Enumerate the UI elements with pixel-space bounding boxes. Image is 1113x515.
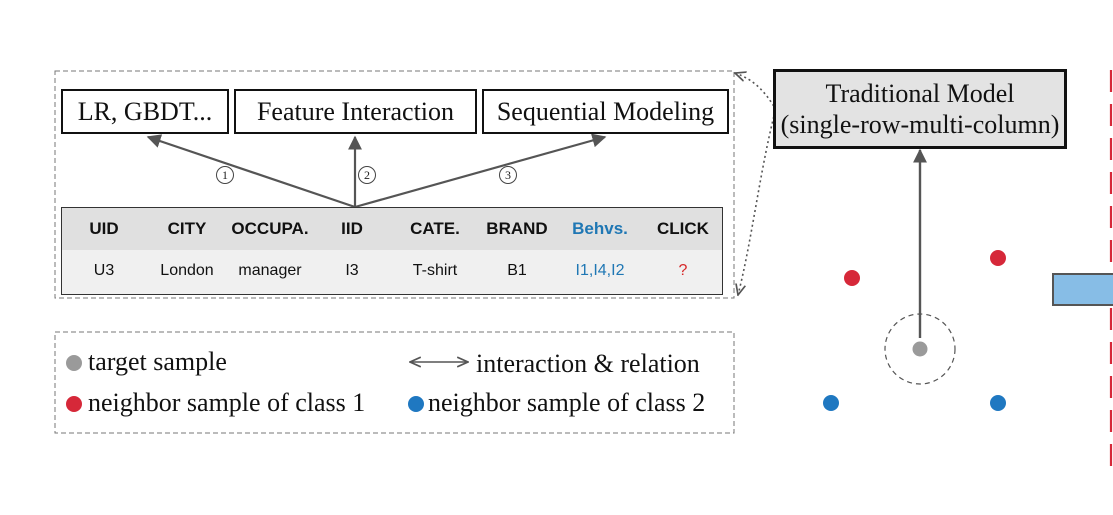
traditional-model-box: Traditional Model (single-row-multi-colu… — [773, 69, 1067, 149]
cell-behaviors: I1,I4,I2 — [575, 262, 625, 279]
neighbor-class2-dot — [823, 395, 839, 411]
cell-iid: I3 — [345, 262, 359, 279]
table-header: UID CITY OCCUPA. IID CATE. BRAND Behvs. … — [62, 208, 722, 250]
sequential-modeling-box: Sequential Modeling — [482, 89, 729, 134]
header-uid: UID — [89, 219, 119, 238]
header-occupation: OCCUPA. — [231, 219, 309, 238]
step-3-badge: 3 — [499, 166, 517, 184]
gray-dot-icon — [66, 355, 82, 371]
dotted-connector-top — [735, 73, 776, 109]
step-1-badge: 1 — [216, 166, 234, 184]
blue-dot-icon — [408, 396, 424, 412]
legend-class1-label: neighbor sample of class 1 — [88, 388, 366, 417]
cell-uid: U3 — [93, 262, 115, 279]
neighbor-class2-dot — [990, 395, 1006, 411]
cell-occupation: manager — [238, 262, 302, 279]
legend-frame — [54, 331, 735, 434]
red-dot-icon — [66, 396, 82, 412]
header-iid: IID — [341, 219, 363, 238]
header-category: CATE. — [410, 219, 460, 238]
table-row: U3 London manager I3 T-shirt B1 I1,I4,I2… — [62, 250, 722, 294]
legend-target-label: target sample — [88, 347, 227, 376]
feature-interaction-box: Feature Interaction — [234, 89, 477, 134]
arrow-to-lr — [146, 134, 356, 209]
model-panel-frame — [54, 70, 735, 299]
lr-gbdt-box: LR, GBDT... — [61, 89, 229, 134]
target-sample-ring — [884, 313, 956, 385]
traditional-model-subtitle: (single-row-multi-column) — [780, 110, 1060, 139]
cell-click: ? — [678, 262, 688, 279]
traditional-model-title: Traditional Model — [825, 79, 1015, 108]
header-brand: BRAND — [486, 219, 548, 238]
legend-class2-label: neighbor sample of class 2 — [428, 388, 706, 417]
cell-category: T-shirt — [412, 262, 458, 279]
header-click: CLICK — [657, 219, 709, 238]
neighbor-class1-dot — [844, 270, 860, 286]
partial-blue-bar — [1052, 273, 1113, 306]
legend-interaction-label: interaction & relation — [476, 349, 700, 378]
feature-table: UID CITY OCCUPA. IID CATE. BRAND Behvs. … — [61, 207, 723, 295]
cell-city: London — [160, 262, 214, 279]
header-city: CITY — [167, 219, 207, 238]
cell-brand: B1 — [507, 262, 527, 279]
step-2-badge: 2 — [358, 166, 376, 184]
dotted-connector-bottom — [738, 111, 776, 295]
header-behaviors: Behvs. — [572, 219, 628, 238]
arrow-to-sequential — [354, 133, 607, 209]
target-sample-dot — [912, 341, 928, 357]
neighbor-class1-dot — [990, 250, 1006, 266]
